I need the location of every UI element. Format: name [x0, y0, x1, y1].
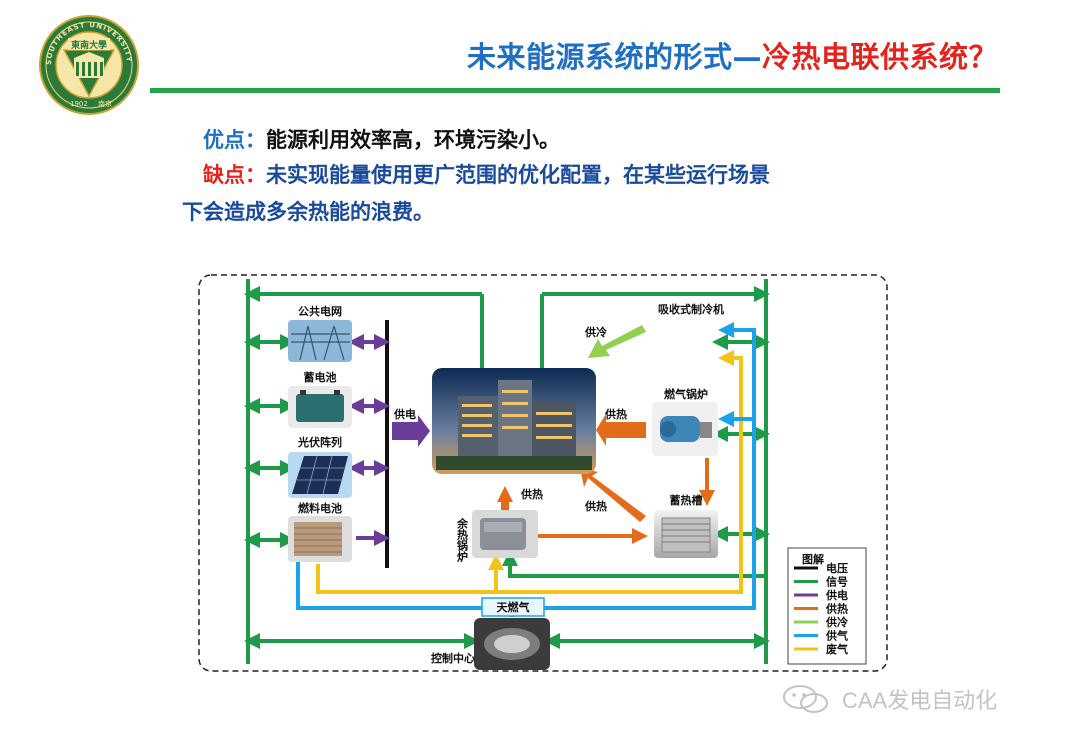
pv-image: [288, 452, 352, 498]
title-divider: [150, 88, 1000, 93]
heat-from-waste-label: 供热: [520, 487, 543, 501]
battery-label: 蓄电池: [304, 370, 337, 384]
waste-heat-boiler-label: 余热锅炉: [456, 517, 470, 563]
power-supply-label: 供电: [393, 407, 416, 421]
logo-text: 東南大學: [71, 39, 107, 51]
watermark-text: CAA发电自动化: [842, 683, 997, 715]
heat-from-storage-label: 供热: [584, 499, 607, 513]
legend-item-label: 电压: [826, 561, 848, 575]
legend-item-label: 供冷: [825, 615, 848, 629]
gas-boiler-image: [652, 402, 718, 456]
building-image: [432, 368, 596, 474]
pv-label: 光伏阵列: [297, 435, 342, 449]
fuel-cell-label: 燃料电池: [297, 501, 342, 515]
watermark: CAA发电自动化: [780, 684, 997, 714]
fuel-cell-image: [288, 516, 352, 562]
heat-from-boiler-label: 供热: [604, 407, 627, 421]
gas-boiler-label: 燃气锅炉: [663, 387, 708, 401]
heat-storage-image: [654, 510, 718, 558]
legend-item-label: 供电: [825, 588, 848, 602]
pros-text: 能源利用效率高，环境污染小。: [266, 128, 560, 152]
legend-item-label: 供热: [825, 602, 848, 616]
control-center-label: 控制中心: [431, 651, 475, 665]
cooling-supply-label: 供冷: [584, 325, 607, 339]
wechat-icon: [780, 684, 834, 714]
logo-city: 南京: [98, 99, 112, 108]
cons-text: 未实现能量使用更广范围的优化配置，在某些运行场景: [266, 163, 770, 187]
legend-title: 图解: [802, 552, 824, 566]
title-part1: 未来能源系统的形式—: [467, 40, 762, 74]
control-center-image: [474, 618, 550, 670]
pros-label: 优点：: [203, 128, 266, 152]
cons-label: 缺点：: [203, 163, 266, 187]
natural-gas-label: 天燃气: [497, 600, 530, 614]
pros-line: 优点：能源利用效率高，环境污染小。: [203, 124, 560, 154]
title-part2: 冷热电联供系统？: [762, 40, 998, 74]
cchp-system-diagram: 公共电网 蓄电池 光伏阵列 燃料电池 吸收式制冷机 燃气锅炉 蓄热槽 天燃气 控…: [196, 272, 890, 674]
legend-item-label: 信号: [826, 575, 848, 589]
grid-label: 公共电网: [298, 304, 342, 318]
legend-item-label: 供气: [825, 629, 848, 643]
waste-heat-boiler-image: [472, 510, 538, 558]
battery-image: [288, 386, 352, 428]
cons-line-2: 下会造成多余热能的浪费。: [182, 196, 434, 226]
logo-year: 1902: [70, 100, 88, 108]
university-logo: SOUTHEAST UNIVERSITY 東南大學 1902 南京: [38, 14, 140, 116]
page-title: 未来能源系统的形式—冷热电联供系统？: [467, 34, 998, 76]
absorption-chiller-label: 吸收式制冷机: [658, 302, 724, 316]
cons-line: 缺点：未实现能量使用更广范围的优化配置，在某些运行场景: [203, 159, 770, 189]
grid-image: [288, 320, 352, 362]
heat-storage-label: 蓄热槽: [670, 493, 703, 507]
legend-item-label: 废气: [826, 642, 848, 656]
